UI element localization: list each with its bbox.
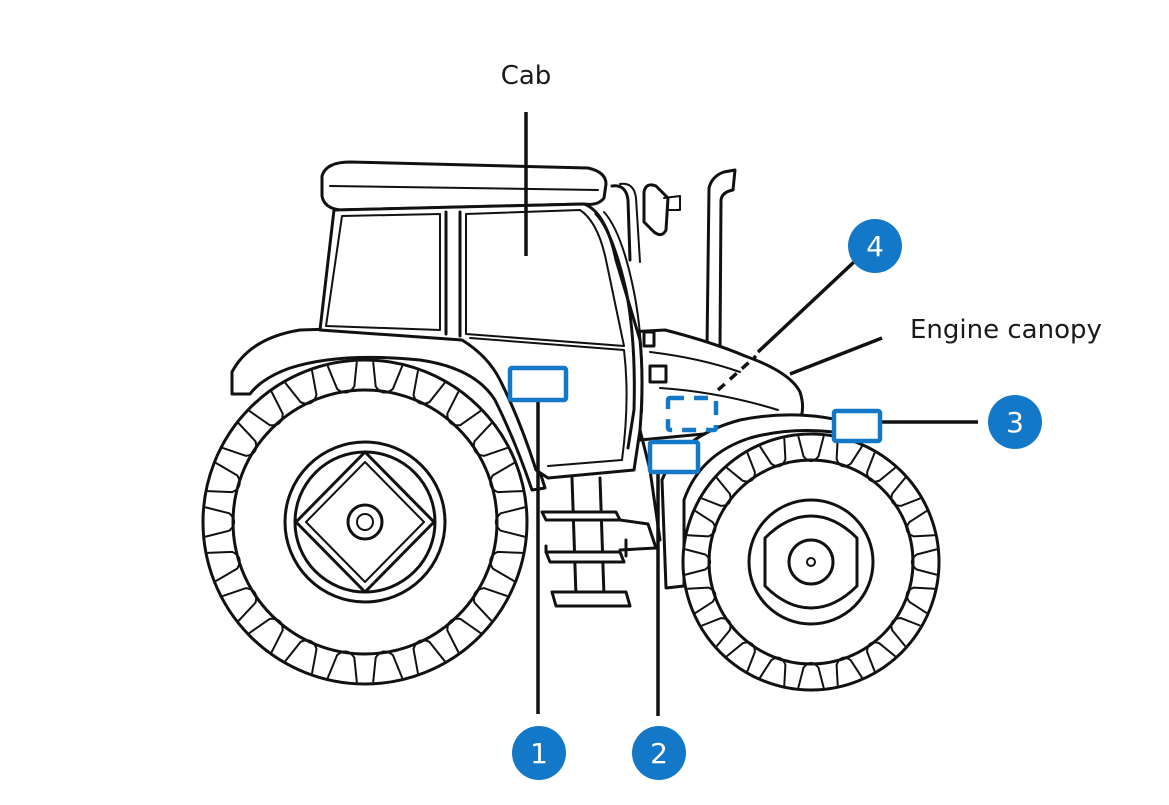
label-cab: Cab (501, 61, 552, 91)
rear-wheel (201, 358, 529, 686)
front-wheel (681, 432, 941, 692)
tractor-illustration (201, 160, 941, 692)
plate-4-hidden[interactable] (665, 395, 719, 433)
badge-2-number: 2 (650, 737, 668, 770)
cab-roof (320, 160, 608, 212)
cab-body (318, 182, 681, 480)
badge-3[interactable]: 3 (988, 395, 1042, 449)
leader-line-4-solid (756, 260, 856, 354)
label-engine-canopy: Engine canopy (910, 315, 1102, 345)
badge-4[interactable]: 4 (848, 219, 902, 273)
plate-3[interactable] (831, 408, 883, 444)
exhaust-pipe (705, 168, 737, 352)
badge-1[interactable]: 1 (512, 726, 566, 780)
badge-1-number: 1 (530, 737, 548, 770)
badge-2[interactable]: 2 (632, 726, 686, 780)
leader-line-4-dashed (716, 354, 758, 392)
badge-3-number: 3 (1006, 406, 1024, 439)
entry-steps (540, 476, 632, 608)
plate-1[interactable] (507, 365, 569, 403)
leader-line-engine-canopy (789, 336, 883, 376)
badge-4-number: 4 (866, 230, 884, 263)
annotations: Cab Engine canopy 1 2 3 4 (501, 61, 1102, 780)
plate-2[interactable] (647, 439, 701, 475)
